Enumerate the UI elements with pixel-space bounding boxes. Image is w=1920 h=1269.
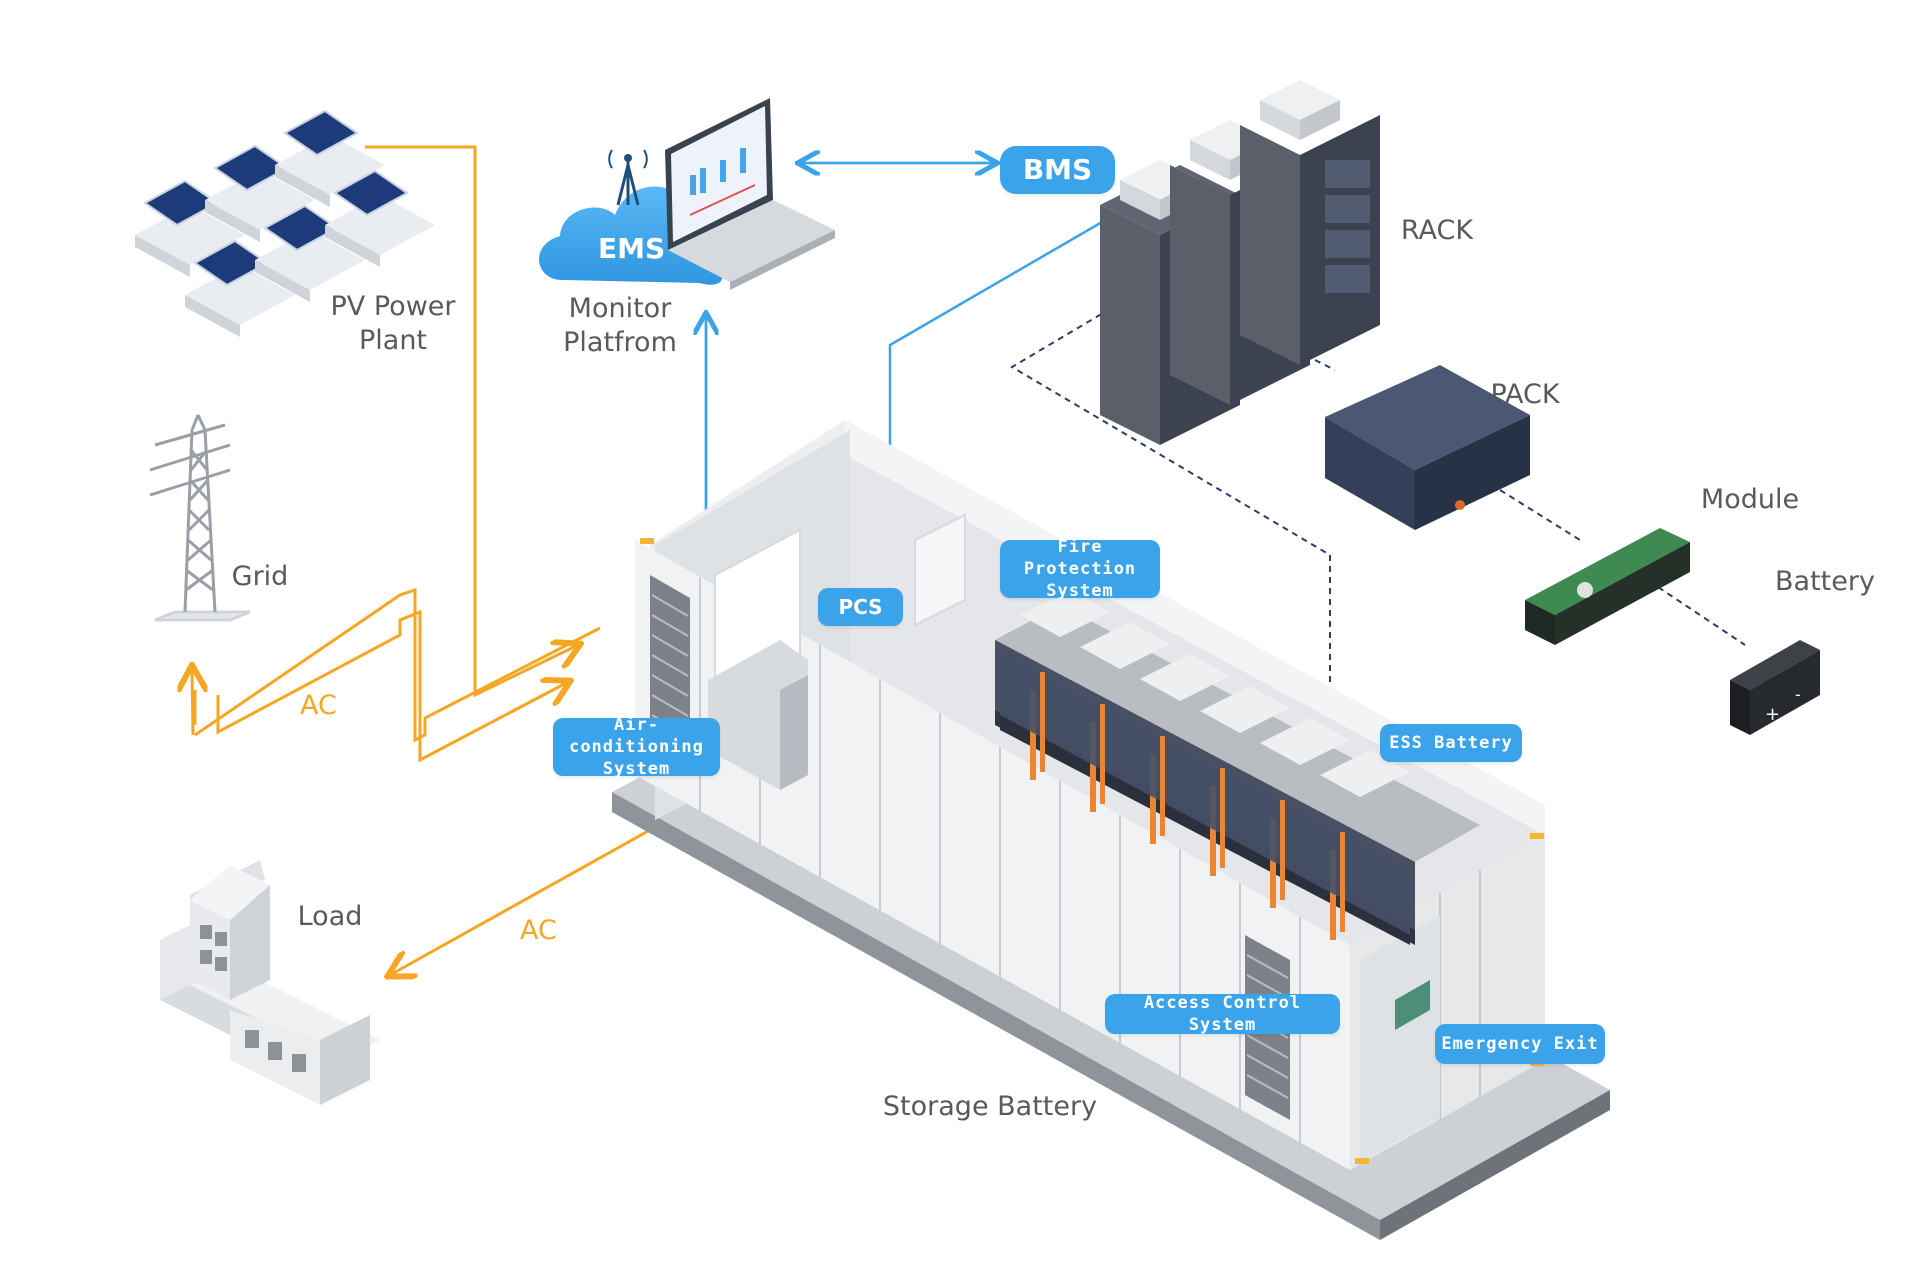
svg-text:-: -: [1795, 685, 1801, 704]
air-conditioning-callout-text: Air-conditioning System: [569, 715, 704, 779]
battery-cell-icon: + -: [1730, 640, 1820, 735]
bms-callout: BMS: [1000, 146, 1115, 194]
monitor-platform-label: Monitor Platfrom: [563, 293, 677, 358]
bms-callout-text: BMS: [1022, 153, 1093, 186]
pv-plant-label: PV Power Plant: [330, 291, 456, 356]
building-icon: [160, 860, 380, 1105]
fire-protection-callout-text: Fire Protection System: [1023, 537, 1137, 601]
module-label: Module: [1700, 484, 1800, 515]
pcs-callout-text: PCS: [838, 595, 883, 619]
ac-label-load: AC: [520, 915, 557, 946]
emergency-exit-callout: Emergency Exit: [1435, 1024, 1605, 1064]
ac-label-grid: AC: [300, 690, 337, 721]
module-icon: [1525, 528, 1690, 645]
ess-battery-callout-text: ESS Battery: [1389, 733, 1513, 753]
rack-icon: [1100, 80, 1380, 445]
access-control-callout: Access Control System: [1105, 993, 1340, 1035]
ess-battery-callout: ESS Battery: [1380, 724, 1522, 762]
rack-label: RACK: [1400, 215, 1474, 246]
svg-text:+: +: [1765, 704, 1780, 725]
emergency-exit-callout-text: Emergency Exit: [1441, 1034, 1599, 1054]
air-conditioning-callout: Air-conditioning System: [553, 715, 720, 779]
battery-label: Battery: [1775, 566, 1875, 597]
pack-icon: [1325, 365, 1530, 530]
pv-panels-icon: [135, 109, 435, 337]
pack-label: PACK: [1490, 379, 1560, 410]
storage-battery-label: Storage Battery: [882, 1091, 1098, 1122]
hierarchy-dashed-lines: [1010, 302, 1746, 760]
pcs-callout: PCS: [818, 588, 903, 626]
load-label: Load: [297, 901, 363, 932]
transmission-tower-icon: [149, 414, 251, 622]
grid-label: Grid: [231, 561, 289, 592]
access-control-callout-text: Access Control System: [1143, 993, 1302, 1035]
ac-power-lines: [192, 145, 651, 975]
laptop-icon: [665, 98, 835, 290]
ems-label: EMS: [598, 232, 666, 265]
fire-protection-callout: Fire Protection System: [1000, 537, 1160, 601]
